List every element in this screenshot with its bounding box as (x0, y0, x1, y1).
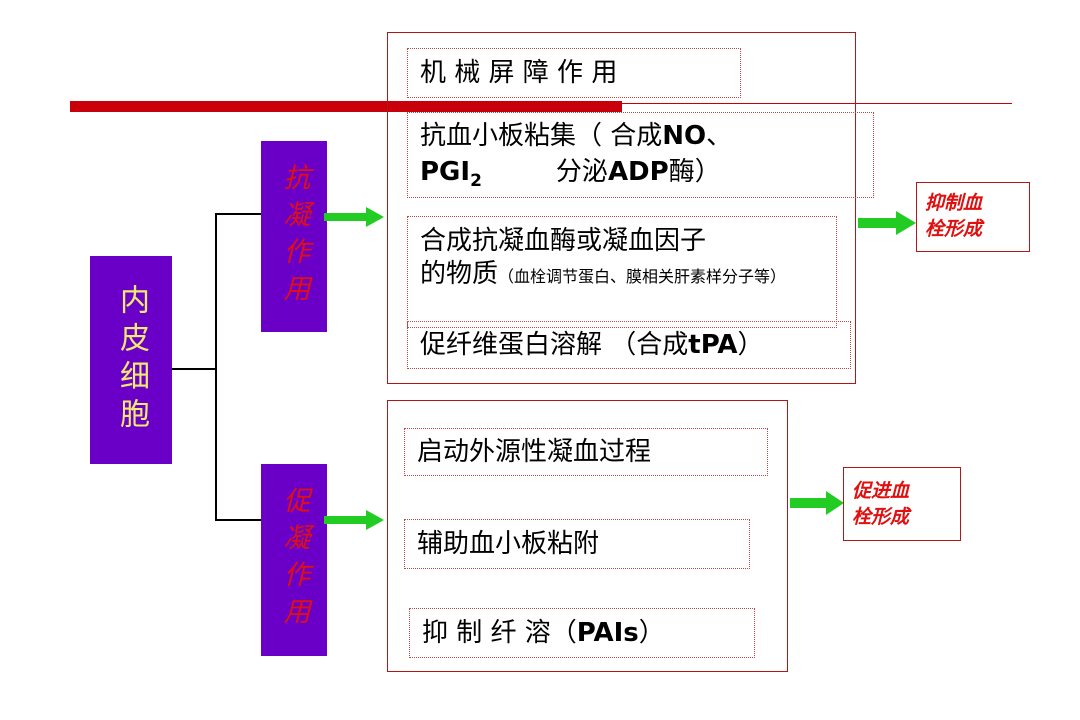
procoag-result-box: 促进血 栓形成 (843, 467, 961, 541)
platelet-adhesion-item: 辅助血小板粘附 (404, 519, 750, 569)
inhibit-fibrinolysis-pais: PAIs (576, 618, 639, 648)
arrow-procoag (324, 510, 384, 530)
arrow-result-procoag (790, 491, 844, 515)
procoag-result-line2: 栓形成 (852, 506, 910, 528)
extrinsic-text: 启动外源性凝血过程 (417, 437, 652, 467)
connector-top (215, 213, 261, 215)
anticoag-substances-line2: 的物质 (420, 259, 499, 289)
inhibit-fibrinolysis-end: ） (638, 618, 665, 648)
anticoag-substances-note: （血栓调节蛋白、膜相关肝素样分子等） (498, 267, 787, 286)
antiplatelet-sep: 、 (706, 121, 733, 151)
anticoag-box: 抗凝作用 (261, 141, 327, 332)
antiplatelet-enzyme: 酶） (668, 157, 721, 187)
barrier-text: 机 械 屏 障 作 用 (420, 58, 618, 88)
fibrinolysis-text: 促纤维蛋白溶解 （合成 (420, 330, 689, 360)
anticoag-functions-box (387, 32, 856, 384)
procoag-functions-box (387, 400, 788, 672)
procoag-result-line1: 促进血 (852, 480, 910, 502)
arrow-result-anticoag (858, 211, 916, 235)
antiplatelet-item: 抗血小板粘集（ 合成NO、 PGI2 分泌ADP酶） (407, 112, 874, 198)
anticoag-result-box: 抑制血 栓形成 (916, 182, 1030, 252)
procoag-label: 促凝作用 (278, 486, 310, 634)
arrow-anticoag (324, 207, 384, 227)
fibrinolysis-item: 促纤维蛋白溶解 （合成tPA） (407, 321, 851, 369)
anticoag-substances-line1: 合成抗凝血酶或凝血因子 (420, 226, 707, 256)
antiplatelet-pgi: PGI (420, 157, 471, 187)
connector-vertical (215, 213, 217, 521)
header-rule-thick (70, 101, 622, 112)
endothelial-cell-box: 内皮细胞 (90, 256, 172, 464)
platelet-adhesion-text: 辅助血小板粘附 (417, 529, 600, 559)
connector-bottom (215, 519, 261, 521)
endothelial-cell-label: 内皮细胞 (114, 284, 149, 436)
anticoag-label: 抗凝作用 (278, 162, 310, 311)
connector-main (172, 368, 216, 370)
procoag-box: 促凝作用 (261, 464, 327, 656)
anticoag-result-line1: 抑制血 (925, 192, 983, 214)
header-rule-thin (620, 103, 1012, 104)
antiplatelet-adp: ADP (607, 157, 669, 187)
fibrinolysis-end: ） (737, 330, 764, 360)
antiplatelet-text-1: 抗血小板粘集（ 合成 (420, 121, 663, 151)
anticoag-substances-item: 合成抗凝血酶或凝血因子 的物质（血栓调节蛋白、膜相关肝素样分子等） (407, 216, 837, 328)
antiplatelet-no: NO (662, 121, 707, 151)
antiplatelet-secrete: 分泌 (555, 157, 608, 187)
fibrinolysis-tpa: tPA (688, 330, 738, 360)
extrinsic-item: 启动外源性凝血过程 (404, 428, 768, 476)
inhibit-fibrinolysis-text: 抑 制 纤 溶（ (422, 618, 577, 648)
antiplatelet-pgi-sub: 2 (470, 171, 482, 191)
anticoag-result-line2: 栓形成 (925, 218, 983, 240)
inhibit-fibrinolysis-item: 抑 制 纤 溶（PAIs） (409, 608, 755, 658)
barrier-item: 机 械 屏 障 作 用 (407, 48, 741, 98)
